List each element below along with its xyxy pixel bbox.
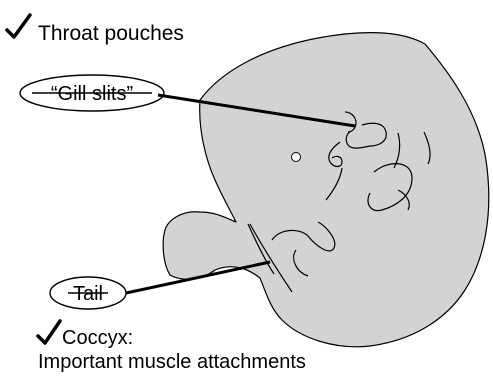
eye (292, 153, 301, 162)
gill-slits-label: “Gill slits” (51, 83, 133, 105)
throat-pouches-label: Throat pouches (38, 22, 184, 45)
embryo-body (163, 33, 489, 347)
coccyx-label: Coccyx: (62, 327, 133, 349)
tail-label: Tail (73, 283, 103, 305)
coccyx-note: Important muscle attachments (38, 351, 306, 373)
coccyx-check-icon (38, 321, 60, 343)
throat-check-icon (7, 15, 30, 37)
